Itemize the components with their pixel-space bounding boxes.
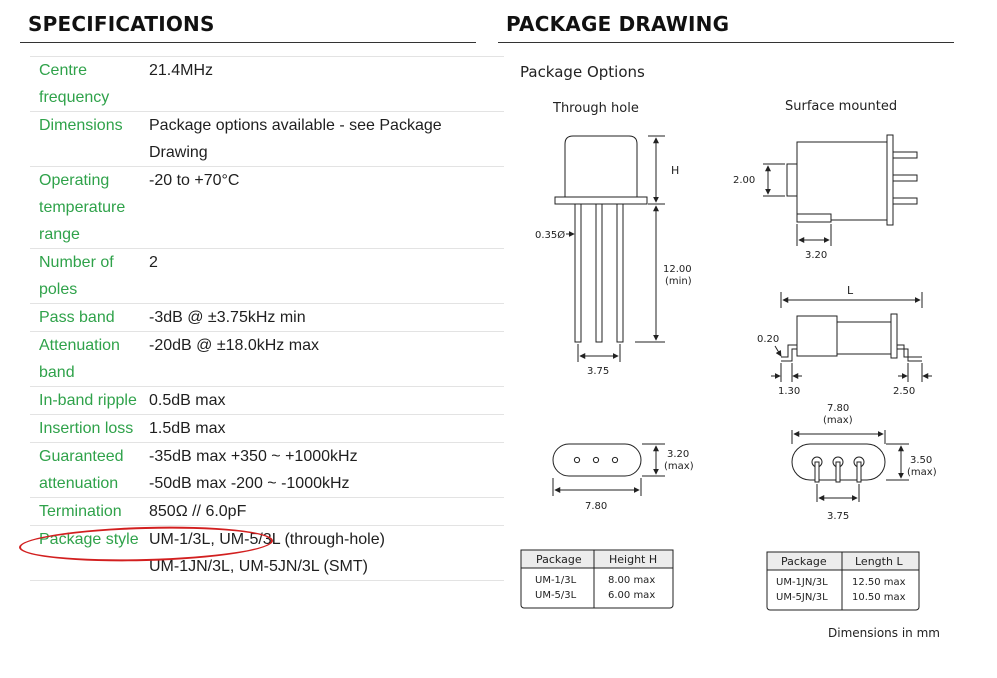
spec-label: Attenuation band <box>30 331 143 387</box>
th-table-cell: 8.00 max <box>608 575 655 586</box>
spec-value: -20dB @ ±18.0kHz max <box>143 331 504 387</box>
spec-row: Termination 850Ω // 6.0pF <box>30 497 504 526</box>
smd-height-label: 3.50 <box>910 455 932 466</box>
smd-table-header-package: Package <box>781 555 827 568</box>
spec-label: Termination <box>30 497 143 526</box>
body-width-label: 7.80 <box>585 501 607 512</box>
spec-value-line: -20dB @ ±18.0kHz max <box>149 337 319 354</box>
spec-row: Centre frequency 21.4MHz <box>30 56 504 112</box>
spec-value: 850Ω // 6.0pF <box>143 497 504 526</box>
spec-row: In-band ripple 0.5dB max <box>30 386 504 415</box>
th-table-header-height: Height H <box>609 553 657 566</box>
specifications-heading: SPECIFICATIONS <box>28 12 215 36</box>
spec-value-line: UM-1/3L, UM-5/3L (through-hole) <box>149 531 385 548</box>
through-hole-bottom-view <box>552 443 642 477</box>
through-hole-height-table: Package Height H UM-1/3L 8.00 max UM-5/3… <box>520 549 674 609</box>
spec-value-line: -35dB max +350 ~ +1000kHz <box>149 448 358 465</box>
specifications-rule <box>20 42 476 43</box>
surface-mount-length-table: Package Length L UM-1JN/3L 12.50 max UM-… <box>766 551 920 611</box>
lead-length-note: (min) <box>665 276 692 287</box>
spec-value-line: -3dB @ ±3.75kHz min <box>149 309 306 326</box>
spec-label: Insertion loss <box>30 414 143 443</box>
spec-value: -20 to +70°C <box>143 166 504 249</box>
spec-label: Guaranteed attenuation <box>30 442 143 498</box>
smd-height-note: (max) <box>907 467 937 478</box>
smd-width-note: (max) <box>823 415 853 426</box>
spec-value-line: Package options available - see Package … <box>149 117 442 161</box>
smd-table-cell: UM-1JN/3L <box>776 577 828 588</box>
spec-value-line: UM-1JN/3L, UM-5JN/3L (SMT) <box>149 558 368 575</box>
spec-value-line: 21.4MHz <box>149 62 214 79</box>
spec-value-line: 850Ω // 6.0pF <box>149 503 247 520</box>
spec-value: 21.4MHz <box>143 56 504 112</box>
spec-value: -3dB @ ±3.75kHz min <box>143 303 504 332</box>
spec-row: Attenuation band -20dB @ ±18.0kHz max <box>30 331 504 387</box>
spec-label: Pass band <box>30 303 143 332</box>
package-drawing-heading: PACKAGE DRAWING <box>506 12 730 36</box>
smd-table-cell: 12.50 max <box>852 577 906 588</box>
spec-value: -35dB max +350 ~ +1000kHz -50dB max -200 … <box>143 442 504 498</box>
smd-table-cell: 10.50 max <box>852 592 906 603</box>
spec-value-line: -20 to +70°C <box>149 172 240 189</box>
thickness-label: 0.20 <box>757 334 779 345</box>
th-table-cell: UM-1/3L <box>535 575 577 586</box>
through-hole-pitch-label: 3.75 <box>587 366 609 377</box>
spec-value: UM-1/3L, UM-5/3L (through-hole) UM-1JN/3L… <box>143 525 504 581</box>
spec-value-line: 1.5dB max <box>149 420 226 437</box>
spec-value-line: 2 <box>149 254 158 271</box>
through-hole-drawing: Through hole H 12.00 (min) 0.35Ø 3.75 3.… <box>535 101 694 512</box>
spec-label: Operating temperature range <box>30 166 143 249</box>
spec-label: Dimensions <box>30 111 143 167</box>
th-table-cell: UM-5/3L <box>535 590 577 601</box>
spec-label: Package style <box>30 525 143 581</box>
surface-mount-drawing: Surface mounted 2.00 3.20 L 0.20 1.30 2. <box>733 99 937 522</box>
spec-row: Number of poles 2 <box>30 248 504 304</box>
through-hole-can <box>564 135 638 198</box>
body-height-label: 3.20 <box>667 449 689 460</box>
side-width-label: 3.20 <box>805 250 827 261</box>
through-hole-h-label: H <box>671 164 679 177</box>
spec-row: Operating temperature range -20 to +70°C <box>30 166 504 249</box>
through-hole-title: Through hole <box>552 101 639 116</box>
side-height-label: 2.00 <box>733 175 755 186</box>
right-offset-label: 2.50 <box>893 386 915 397</box>
spec-value-line: -50dB max -200 ~ -1000kHz <box>149 475 350 492</box>
through-hole-leads <box>574 203 624 343</box>
dimensions-footnote: Dimensions in mm <box>828 626 940 640</box>
package-drawing: Package Options Through hole H 12.00 (mi… <box>505 52 965 652</box>
spec-label: In-band ripple <box>30 386 143 415</box>
body-height-note: (max) <box>664 461 694 472</box>
spec-value: 1.5dB max <box>143 414 504 443</box>
spec-row: Guaranteed attenuation-35dB max +350 ~ +… <box>30 442 504 498</box>
smd-table-cell: UM-5JN/3L <box>776 592 828 603</box>
length-l-label: L <box>847 284 854 297</box>
spec-label: Number of poles <box>30 248 143 304</box>
spec-value-line: 0.5dB max <box>149 392 226 409</box>
spec-value: 0.5dB max <box>143 386 504 415</box>
spec-row: Insertion loss 1.5dB max <box>30 414 504 443</box>
th-table-cell: 6.00 max <box>608 590 655 601</box>
smd-table-header-length: Length L <box>855 555 903 568</box>
th-table-header-package: Package <box>536 553 582 566</box>
package-options-title: Package Options <box>520 63 645 81</box>
smd-width-label: 7.80 <box>827 403 849 414</box>
spec-row: Pass band -3dB @ ±3.75kHz min <box>30 303 504 332</box>
through-hole-flange <box>554 196 648 205</box>
left-offset-label: 1.30 <box>778 386 800 397</box>
spec-value: Package options available - see Package … <box>143 111 504 167</box>
smd-pitch-label: 3.75 <box>827 511 849 522</box>
surface-mount-title: Surface mounted <box>785 99 897 114</box>
lead-diameter-label: 0.35Ø <box>535 229 565 241</box>
lead-length-label: 12.00 <box>663 264 692 275</box>
spec-value: 2 <box>143 248 504 304</box>
spec-label: Centre frequency <box>30 56 143 112</box>
package-drawing-rule <box>498 42 954 43</box>
